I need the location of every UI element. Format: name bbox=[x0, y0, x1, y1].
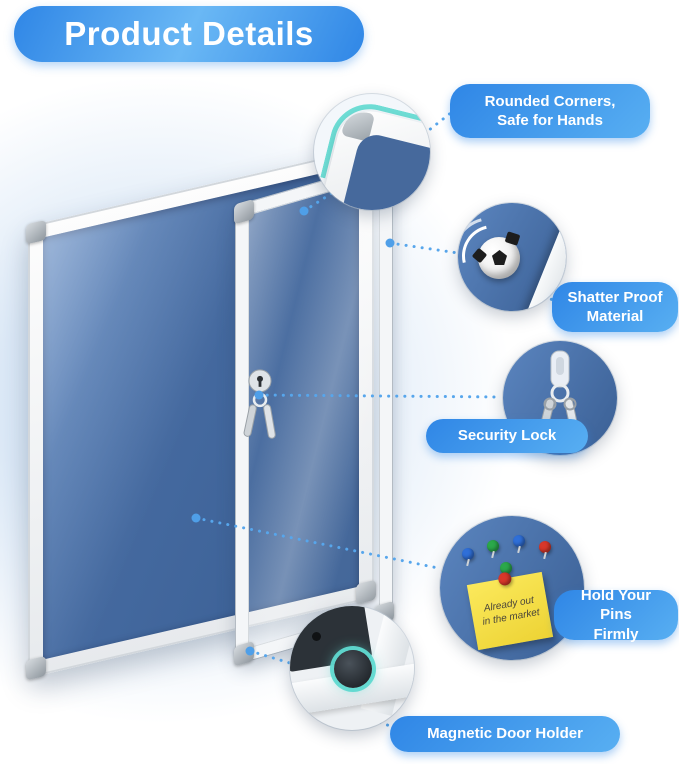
sticky-note: Already out in the market bbox=[466, 571, 554, 651]
push-pin bbox=[500, 562, 512, 574]
callout-rounded-corners bbox=[314, 94, 430, 210]
label-hold-pins: Hold Your Pins Firmly bbox=[554, 587, 678, 643]
callout-magnetic-holder bbox=[290, 606, 414, 730]
magnet-icon bbox=[334, 650, 372, 688]
push-pin bbox=[462, 548, 474, 560]
push-pin bbox=[487, 540, 499, 552]
label-shatter-proof: Shatter Proof Material bbox=[552, 282, 678, 332]
glass-door bbox=[234, 158, 394, 667]
soccer-ball-icon bbox=[478, 237, 520, 279]
callout-hold-pins: Already out in the market bbox=[440, 516, 584, 660]
lock-and-keys-icon bbox=[238, 367, 284, 459]
label-security-lock: Security Lock bbox=[426, 419, 588, 453]
label-magnetic-holder: Magnetic Door Holder bbox=[390, 716, 620, 752]
title-banner: Product Details bbox=[14, 6, 364, 62]
push-pin bbox=[513, 535, 525, 547]
corner-zoom-image bbox=[314, 95, 430, 210]
callout-shatter-proof bbox=[458, 203, 566, 311]
screw-icon bbox=[312, 632, 321, 641]
page-title: Product Details bbox=[64, 15, 314, 52]
push-pin bbox=[497, 571, 513, 587]
label-rounded-corners: Rounded Corners, Safe for Hands bbox=[450, 84, 650, 138]
push-pin bbox=[539, 541, 551, 553]
